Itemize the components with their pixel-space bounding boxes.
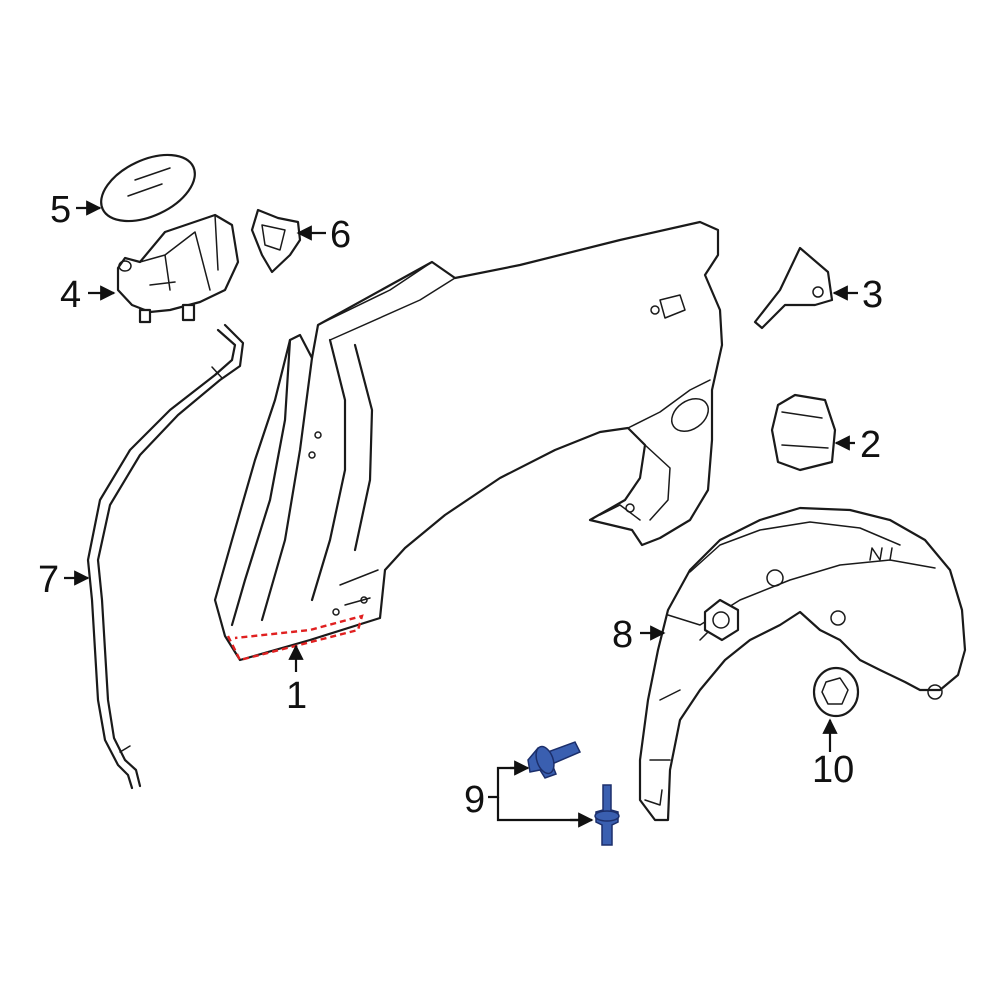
callout-10: 10	[812, 749, 854, 791]
fuel-door-part[interactable]	[91, 141, 205, 234]
fuel-door-housing-part[interactable]	[116, 213, 240, 324]
bolt-fastener[interactable]	[594, 784, 620, 846]
callout-8: 8	[612, 614, 633, 656]
callout-9: 9	[464, 779, 485, 821]
wheel-liner-part[interactable]	[638, 506, 967, 822]
nut-part[interactable]	[812, 666, 860, 718]
callout-4: 4	[60, 274, 81, 316]
callout-2: 2	[860, 424, 881, 466]
callout-6: 6	[330, 214, 351, 256]
push-clip-fastener[interactable]	[527, 741, 582, 779]
drain-hose-part[interactable]	[86, 323, 245, 790]
callout-3: 3	[862, 274, 883, 316]
leader-lines	[64, 200, 858, 828]
callout-7: 7	[38, 559, 59, 601]
callout-5: 5	[50, 189, 71, 231]
callout-1: 1	[286, 675, 307, 717]
cover-part[interactable]	[770, 393, 837, 472]
bracket-part[interactable]	[250, 208, 302, 274]
quarter-panel-part[interactable]	[213, 220, 724, 662]
corner-bracket-part[interactable]	[753, 246, 834, 330]
